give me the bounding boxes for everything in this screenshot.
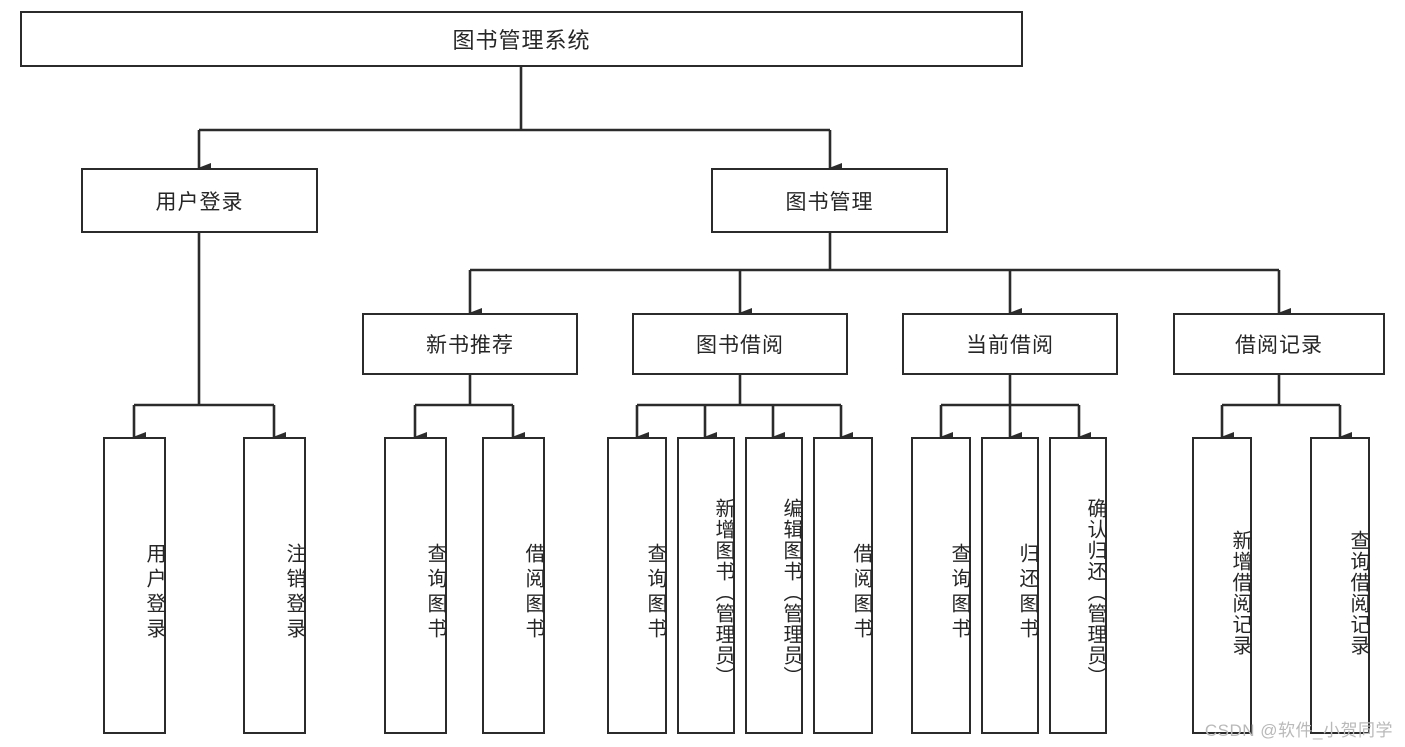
node-label: 图书管理 (785, 190, 874, 214)
node-leaf-query-book-3[interactable]: 查询图书 (911, 437, 971, 734)
node-label: 用户登录 (143, 542, 165, 643)
node-current-borrow[interactable]: 当前借阅 (902, 313, 1118, 375)
node-label: 注销登录 (283, 542, 305, 643)
node-label: 查询借阅记录 (1347, 529, 1369, 656)
node-label: 借阅图书 (522, 542, 544, 643)
node-label: 新增借阅记录 (1229, 529, 1251, 656)
node-leaf-add-book[interactable]: 新增图书（管理员） (677, 437, 735, 734)
node-label: 图书管理系统 (452, 28, 591, 53)
node-label: 查询图书 (424, 542, 446, 643)
node-new-book-recommend[interactable]: 新书推荐 (362, 313, 578, 375)
node-label: 确认归还（管理员） (1084, 498, 1106, 687)
node-label: 用户登录 (155, 190, 244, 214)
node-leaf-edit-book[interactable]: 编辑图书（管理员） (745, 437, 803, 734)
node-leaf-query-record[interactable]: 查询借阅记录 (1310, 437, 1370, 734)
node-leaf-logout-login[interactable]: 注销登录 (243, 437, 306, 734)
node-leaf-borrow-book-1[interactable]: 借阅图书 (482, 437, 545, 734)
node-root-system[interactable]: 图书管理系统 (20, 11, 1023, 67)
node-label: 借阅图书 (850, 542, 872, 643)
node-leaf-confirm-return[interactable]: 确认归还（管理员） (1049, 437, 1107, 734)
node-borrow-record[interactable]: 借阅记录 (1173, 313, 1385, 375)
node-label: 查询图书 (644, 542, 666, 643)
node-label: 新增图书（管理员） (712, 498, 734, 687)
node-label: 图书借阅 (696, 334, 784, 357)
node-book-management[interactable]: 图书管理 (711, 168, 948, 233)
node-leaf-add-record[interactable]: 新增借阅记录 (1192, 437, 1252, 734)
node-leaf-query-book-2[interactable]: 查询图书 (607, 437, 667, 734)
node-label: 新书推荐 (426, 334, 514, 357)
node-leaf-borrow-book-2[interactable]: 借阅图书 (813, 437, 873, 734)
node-leaf-return-book[interactable]: 归还图书 (981, 437, 1039, 734)
node-label: 当前借阅 (966, 334, 1054, 357)
node-label: 借阅记录 (1235, 334, 1323, 357)
watermark-text: CSDN @软件_小贺同学 (1204, 721, 1393, 740)
node-label: 归还图书 (1016, 542, 1038, 643)
node-leaf-query-book-1[interactable]: 查询图书 (384, 437, 447, 734)
node-user-login[interactable]: 用户登录 (81, 168, 318, 233)
node-book-borrow[interactable]: 图书借阅 (632, 313, 848, 375)
node-label: 编辑图书（管理员） (780, 498, 802, 687)
node-leaf-user-login[interactable]: 用户登录 (103, 437, 166, 734)
node-label: 查询图书 (948, 542, 970, 643)
